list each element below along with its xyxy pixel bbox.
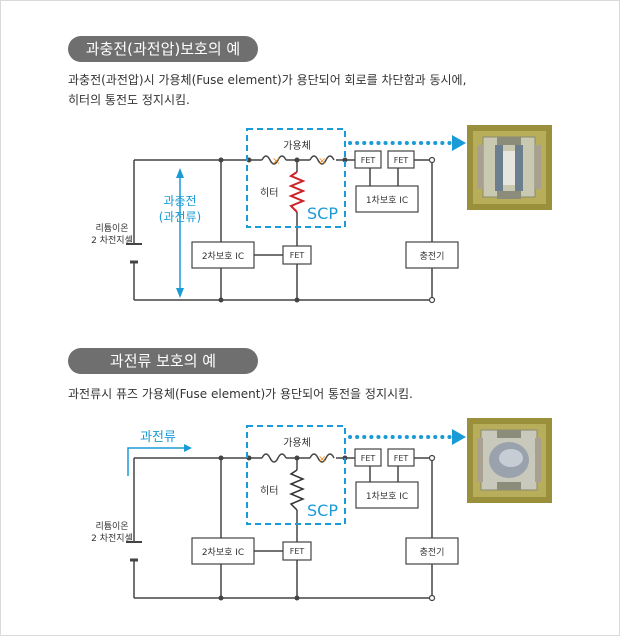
d1-wires: [133, 159, 433, 301]
d1-ic1-label: 1차보호 IC: [366, 194, 408, 206]
d1-charger-box: [405, 241, 459, 269]
d1-ic2-box: [191, 241, 255, 269]
d1-ic2-label: 2차보호 IC: [202, 250, 244, 262]
d2-ic2-label: 2차보호 IC: [202, 546, 244, 558]
d2-fet-box-2: [387, 448, 415, 467]
d1-fet-label-2: FET: [394, 156, 409, 165]
d2-wires: [133, 457, 433, 599]
d2-scp-dashed-box: [246, 425, 346, 525]
d1-fet-box-1: [354, 150, 382, 169]
d2-side-label: 과전류: [140, 430, 176, 445]
section1-desc-line1: 과충전(과전압)시 가용체(Fuse element)가 용단되어 회로를 차단…: [68, 73, 467, 87]
d1-battery-label-1: 리튬이온: [95, 223, 128, 234]
d2-fet-label-1: FET: [361, 454, 376, 463]
d2-battery-label-2: 2 차전지셀: [91, 532, 133, 544]
d1-scp-label: SCP: [307, 204, 338, 223]
fuse-photo-blown: [467, 418, 552, 503]
d2-charger-box: [405, 537, 459, 565]
d2-heater-resistor: [289, 469, 305, 511]
d2-heater-label: 히터: [260, 485, 278, 497]
d2-charger-label: 충전기: [420, 547, 445, 558]
d2-fuse-mark: ×: [318, 454, 326, 465]
section2-title: 과전류 보호의 예: [68, 348, 258, 374]
d1-fuse-left: [261, 155, 287, 165]
fuse-photo-intact: [467, 125, 552, 210]
d2-fuse-left: [261, 453, 287, 463]
d2-scp-label: SCP: [307, 501, 338, 520]
section1-desc-line2: 히터의 통전도 정지시킴.: [68, 93, 190, 107]
section1-title: 과충전(과전압)보호의 예: [68, 36, 258, 62]
d2-ic1-box: [355, 481, 419, 509]
d2-fuse-right: [309, 453, 335, 463]
d2-fet-label-2: FET: [394, 454, 409, 463]
d1-arrowhead: [452, 135, 466, 151]
section2-desc-line1: 과전류시 퓨즈 가용체(Fuse element)가 용단되어 통전을 정지시킴…: [68, 387, 413, 401]
d1-fet-box-2: [387, 150, 415, 169]
d2-nodes: [218, 455, 348, 601]
d1-battery-label-2: 2 차전지셀: [91, 234, 133, 246]
d2-fet-box-3: [282, 541, 312, 561]
d2-fet-label-3: FET: [290, 547, 305, 556]
d1-fuse-label: 가용체: [283, 140, 311, 152]
d1-side-label-1: 과충전: [163, 194, 196, 208]
d1-fuse-right: [309, 155, 335, 165]
d1-fet-label-3: FET: [290, 251, 305, 260]
d1-fet-label-1: FET: [361, 156, 376, 165]
d2-fuse-label: 가용체: [283, 437, 311, 449]
d1-charger-label: 충전기: [420, 251, 445, 262]
d1-side-label-2: (과전류): [159, 210, 201, 224]
d1-heater-label: 히터: [260, 187, 278, 199]
d1-heater-resistor: [288, 171, 306, 213]
d1-fuse-mark-right: ×: [318, 156, 326, 167]
d2-battery-label-1: 리튬이온: [95, 521, 128, 532]
d2-ic1-label: 1차보호 IC: [366, 490, 408, 502]
d2-current-arrow: [127, 447, 186, 476]
d1-ic1-box: [355, 185, 419, 213]
d1-scp-dashed-box: [246, 128, 346, 228]
d2-arrowhead: [452, 429, 466, 445]
d2-ic2-box: [191, 537, 255, 565]
d1-fet-box-3: [282, 245, 312, 265]
d1-fuse-mark-left: ×: [272, 156, 280, 167]
d2-fet-box-1: [354, 448, 382, 467]
